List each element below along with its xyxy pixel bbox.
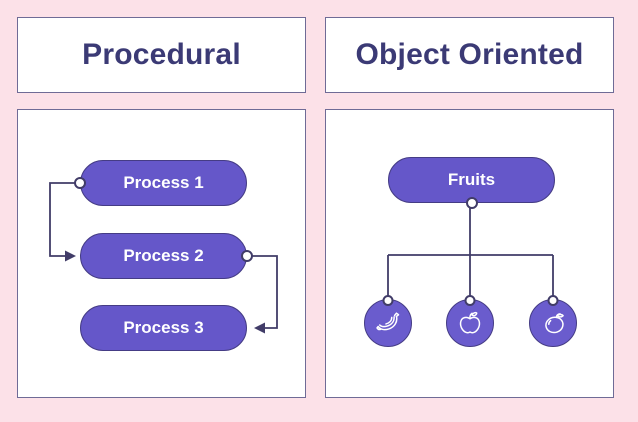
mango-port-dot <box>547 295 559 306</box>
process-1-node[interactable]: Process 1 <box>74 160 247 206</box>
process-2-port-dot <box>241 250 253 262</box>
process-3-label: Process 3 <box>123 318 204 337</box>
process-2-node[interactable]: Process 2 <box>80 233 253 279</box>
mango-icon <box>545 313 564 334</box>
connector-process1-to-process2 <box>49 182 75 257</box>
banana-icon <box>376 312 400 331</box>
tree-connectors <box>387 204 554 298</box>
arrowhead-process3 <box>254 322 265 334</box>
apple-port-dot <box>464 295 476 306</box>
arrowhead-process2 <box>65 250 76 262</box>
object-oriented-title: Object Oriented <box>355 38 584 71</box>
process-1-port-dot <box>74 177 86 189</box>
object-oriented-header-box: Object Oriented <box>325 17 614 93</box>
procedural-panel: Process 1 Process 2 Process 3 <box>17 109 306 398</box>
banana-port-dot <box>382 295 394 306</box>
object-oriented-panel: Fruits <box>325 109 614 398</box>
fruits-root-node[interactable]: Fruits <box>388 157 555 209</box>
procedural-header-box: Procedural <box>17 17 306 93</box>
procedural-flow-connectors <box>49 182 278 334</box>
apple-icon <box>459 311 481 334</box>
fruits-port-dot <box>465 197 478 209</box>
apple-node[interactable] <box>446 295 494 347</box>
mango-node[interactable] <box>529 295 577 347</box>
fruits-label: Fruits <box>447 170 496 189</box>
process-3-node[interactable]: Process 3 <box>80 305 247 351</box>
procedural-title: Procedural <box>82 38 241 71</box>
connector-process2-to-process3 <box>252 255 278 329</box>
banana-node[interactable] <box>364 295 412 347</box>
process-1-label: Process 1 <box>123 173 204 192</box>
process-2-label: Process 2 <box>123 246 204 265</box>
